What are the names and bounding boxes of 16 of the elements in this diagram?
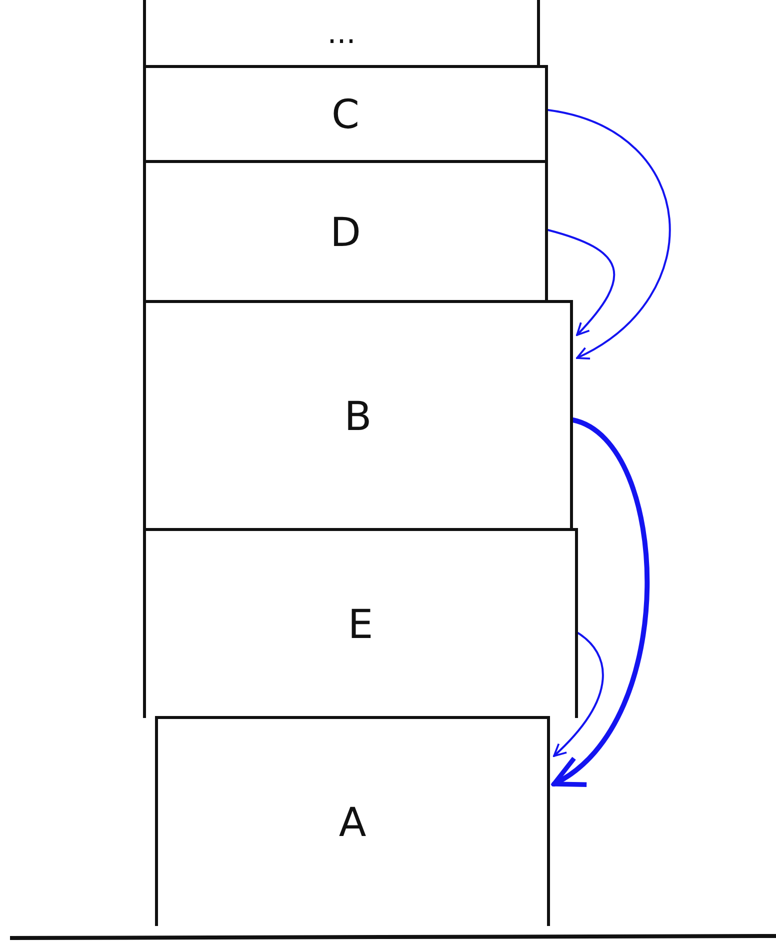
stack-frame bbox=[143, 160, 548, 302]
stack-frame bbox=[143, 0, 540, 67]
curved-arrow bbox=[553, 632, 604, 757]
frame-label: B bbox=[344, 396, 372, 436]
frame-label: C bbox=[332, 95, 360, 135]
stack-frame bbox=[143, 300, 573, 530]
stack-frame bbox=[143, 65, 548, 162]
curved-arrow bbox=[552, 418, 650, 786]
frame-label: D bbox=[330, 212, 361, 252]
stack-frame bbox=[143, 528, 578, 718]
stack-frame bbox=[155, 716, 550, 926]
curved-arrow bbox=[547, 109, 670, 359]
frame-label: E bbox=[348, 604, 374, 644]
frame-label: ... bbox=[327, 18, 356, 48]
frame-label: A bbox=[338, 802, 366, 842]
curved-arrow bbox=[547, 229, 616, 336]
